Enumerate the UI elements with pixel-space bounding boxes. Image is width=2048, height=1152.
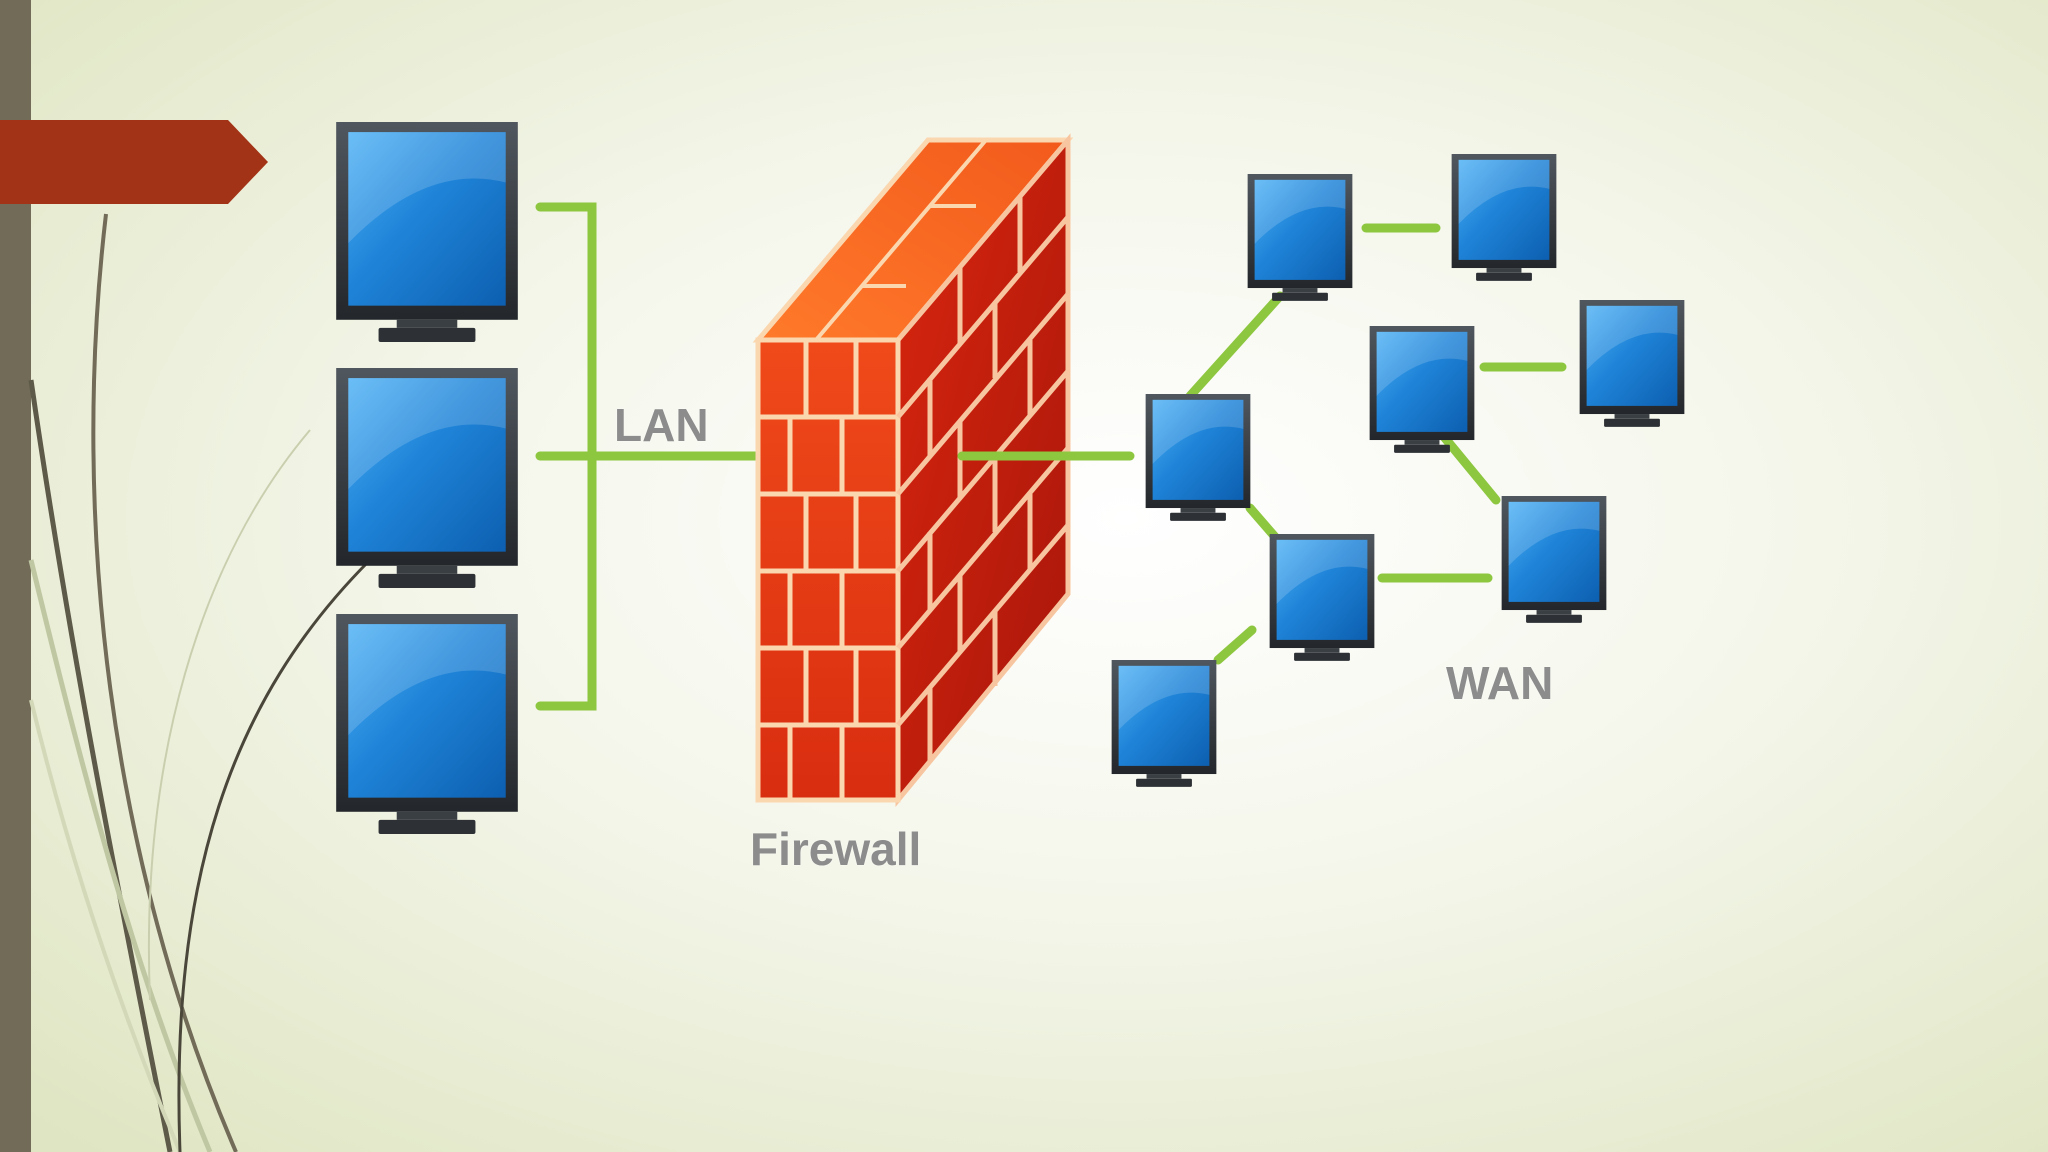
wan-computer-icon <box>1579 300 1685 427</box>
wan-computer-icon <box>1111 660 1217 787</box>
lan-computer-icon <box>336 122 518 342</box>
lan-label: LAN <box>614 399 709 451</box>
wan-computer-icon <box>1501 496 1607 623</box>
wan-computer-icon <box>1451 154 1557 281</box>
wan-computer-icon <box>1369 326 1475 453</box>
wan-label: WAN <box>1446 657 1554 709</box>
accent-tab <box>0 120 268 204</box>
wan-computer-icon <box>1269 534 1375 661</box>
firewall-icon <box>752 133 1075 807</box>
wan-computer-icon <box>1247 174 1353 301</box>
wan-computer-icon <box>1145 394 1251 521</box>
connection-lines <box>535 202 1567 711</box>
decorative-swooshes <box>28 213 372 1152</box>
lan-computer-icon <box>336 614 518 834</box>
lan-computer-icon <box>336 368 518 588</box>
firewall-label: Firewall <box>750 823 922 875</box>
lan-computers <box>336 122 518 834</box>
